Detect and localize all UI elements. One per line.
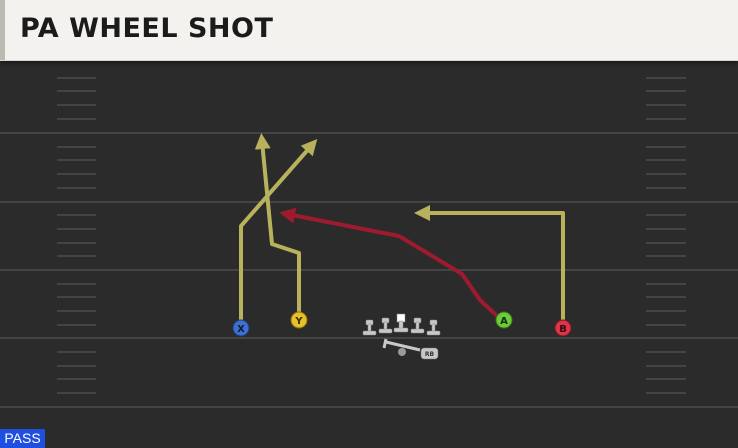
player-b-label: B bbox=[559, 324, 567, 335]
play-title: PA WHEEL SHOT bbox=[20, 13, 274, 44]
hash-marks-right bbox=[646, 77, 686, 394]
player-a-label: A bbox=[500, 316, 508, 327]
player-b[interactable]: B bbox=[554, 319, 572, 337]
player-x-label: X bbox=[237, 324, 245, 335]
player-a[interactable]: A bbox=[495, 311, 513, 329]
offensive-line bbox=[362, 313, 441, 336]
yard-lines bbox=[0, 132, 738, 408]
lineman-icon bbox=[426, 319, 441, 336]
hash-marks-left bbox=[57, 77, 96, 394]
play-type-badge: PASS bbox=[0, 429, 45, 448]
lineman-icon bbox=[362, 319, 377, 336]
title-bar: PA WHEEL SHOT bbox=[0, 0, 738, 61]
player-y[interactable]: Y bbox=[290, 311, 308, 329]
route-x-post bbox=[239, 138, 318, 322]
quarterback-icon bbox=[382, 338, 421, 356]
player-y-label: Y bbox=[294, 316, 303, 327]
title-accent bbox=[0, 0, 5, 60]
player-rb[interactable]: RB bbox=[420, 347, 439, 360]
center-icon bbox=[393, 313, 409, 333]
route-y-corner bbox=[254, 133, 301, 312]
player-x[interactable]: X bbox=[232, 319, 250, 337]
lineman-icon bbox=[410, 317, 425, 334]
lineman-icon bbox=[378, 317, 393, 334]
route-b-dig bbox=[414, 205, 565, 322]
player-rb-label: RB bbox=[425, 351, 435, 358]
route-a-wheel bbox=[279, 207, 499, 318]
